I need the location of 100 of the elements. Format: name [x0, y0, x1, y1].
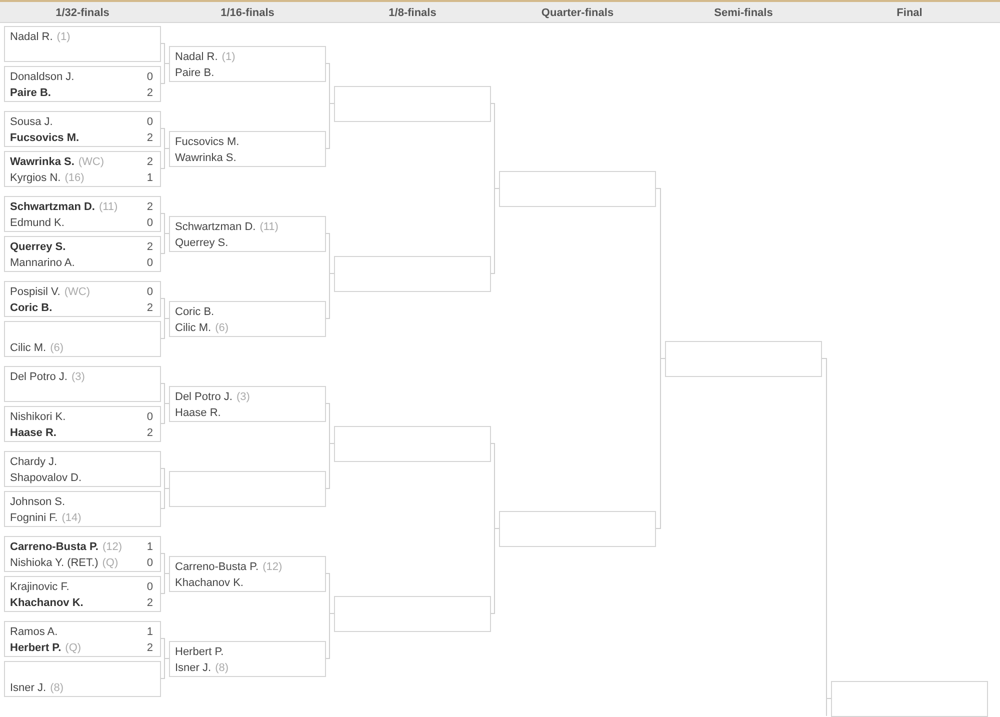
match-box [4, 111, 161, 147]
player-name: Del Potro J. [175, 391, 232, 403]
seed-mark: (6) [215, 322, 229, 334]
score: 0 [146, 580, 153, 594]
player-name: Querrey S. [175, 237, 228, 249]
score: 2 [146, 426, 153, 440]
player-name: Carreno-Busta P. [175, 561, 259, 573]
match-box [169, 556, 326, 592]
column-heading: 1/32-finals [56, 6, 110, 20]
player-name: Querrey S. [10, 241, 66, 253]
match-box [499, 171, 656, 207]
bracket-line [326, 443, 334, 489]
player-name: Cilic M. [10, 342, 46, 354]
column-heading: 1/16-finals [220, 6, 274, 20]
bracket-line [160, 488, 170, 509]
match-box [4, 26, 161, 62]
match-box [334, 426, 491, 462]
player-name: Cilic M. [175, 322, 212, 334]
player-name: Johnson S. [10, 496, 66, 508]
seed-mark: (6) [50, 342, 64, 354]
player-name: Carreno-Busta P. [10, 541, 98, 553]
player-name: Schwartzman D. [10, 201, 95, 213]
seed-mark: (12) [262, 561, 282, 573]
score: 2 [146, 596, 153, 610]
seed-mark: (16) [64, 172, 84, 184]
player-name: Nishikori K. [10, 411, 66, 423]
match-box [169, 131, 326, 167]
player-name: Chardy J. [10, 456, 58, 468]
column-heading: Semi-finals [714, 6, 773, 20]
match-box [169, 46, 326, 82]
match-box [4, 236, 161, 272]
player-name: Wawrinka S. [10, 156, 74, 168]
score: 2 [146, 155, 153, 169]
seed-mark: (3) [71, 371, 85, 383]
score: 0 [146, 285, 153, 299]
seed-mark: (11) [260, 221, 278, 233]
match-box [4, 366, 161, 402]
bracket-line [160, 403, 170, 424]
player-name: Kyrgios N. [10, 172, 61, 184]
score: 1 [146, 540, 153, 554]
match-box [169, 301, 326, 337]
match-box [4, 536, 161, 572]
score: 2 [146, 240, 153, 254]
player-name: Del Potro J. [10, 371, 68, 383]
match-box [334, 86, 491, 122]
player-name: Nadal R. [10, 31, 53, 43]
score: 1 [146, 625, 153, 639]
match-box [4, 321, 161, 357]
player-name: Khachanov K. [175, 577, 244, 589]
bracket-line [656, 358, 666, 529]
player-name: Shapovalov D. [10, 472, 82, 484]
match-box [169, 471, 326, 507]
player-name: Mannarino A. [10, 257, 75, 269]
seed-mark: (11) [98, 201, 118, 213]
player-name: Schwartzman D. [175, 221, 256, 233]
score: 0 [146, 256, 153, 270]
seed-mark: (Q) [65, 642, 82, 654]
match-box [4, 406, 161, 442]
column-heading: 1/8-finals [388, 6, 436, 20]
player-name: Fognini F. [10, 512, 58, 524]
player-name: Ramos A. [10, 626, 58, 638]
match-box [334, 596, 491, 632]
score: 2 [146, 301, 153, 315]
player-name: Wawrinka S. [175, 152, 236, 164]
score: 2 [146, 86, 153, 100]
seed-mark: (WC) [78, 156, 104, 168]
bracket-line [490, 188, 500, 274]
score: 2 [146, 200, 153, 214]
seed-mark: (14) [62, 512, 82, 524]
seed-mark: (3) [236, 391, 250, 403]
player-name: Khachanov K. [10, 597, 84, 609]
player-name: Coric B. [175, 306, 214, 318]
score: 0 [146, 115, 153, 129]
score: 2 [146, 131, 153, 145]
bracket-line [160, 148, 170, 169]
player-name: Sousa J. [10, 116, 53, 128]
score: 2 [146, 641, 153, 655]
score: 0 [146, 556, 153, 570]
match-box [4, 451, 161, 487]
bracket-line [160, 318, 170, 339]
match-box [169, 641, 326, 677]
player-name: Nishioka Y. (RET.) [10, 557, 98, 569]
seed-mark: (12) [102, 541, 122, 553]
bracket-line [160, 573, 170, 594]
match-box [334, 256, 491, 292]
seed-mark: (8) [215, 662, 229, 674]
match-box [4, 66, 161, 102]
player-name: Isner J. [10, 682, 46, 694]
player-name: Nadal R. [175, 51, 218, 63]
bracket-line [326, 273, 334, 319]
player-name: Paire B. [175, 67, 214, 79]
match-box [4, 621, 161, 657]
player-name: Coric B. [10, 302, 52, 314]
bracket-line [160, 63, 170, 84]
match-box [4, 491, 161, 527]
match-box [4, 576, 161, 612]
column-heading: Final [896, 6, 922, 20]
seed-mark: (1) [56, 31, 70, 43]
bracket-line [326, 103, 334, 149]
player-name: Herbert P. [10, 642, 62, 654]
